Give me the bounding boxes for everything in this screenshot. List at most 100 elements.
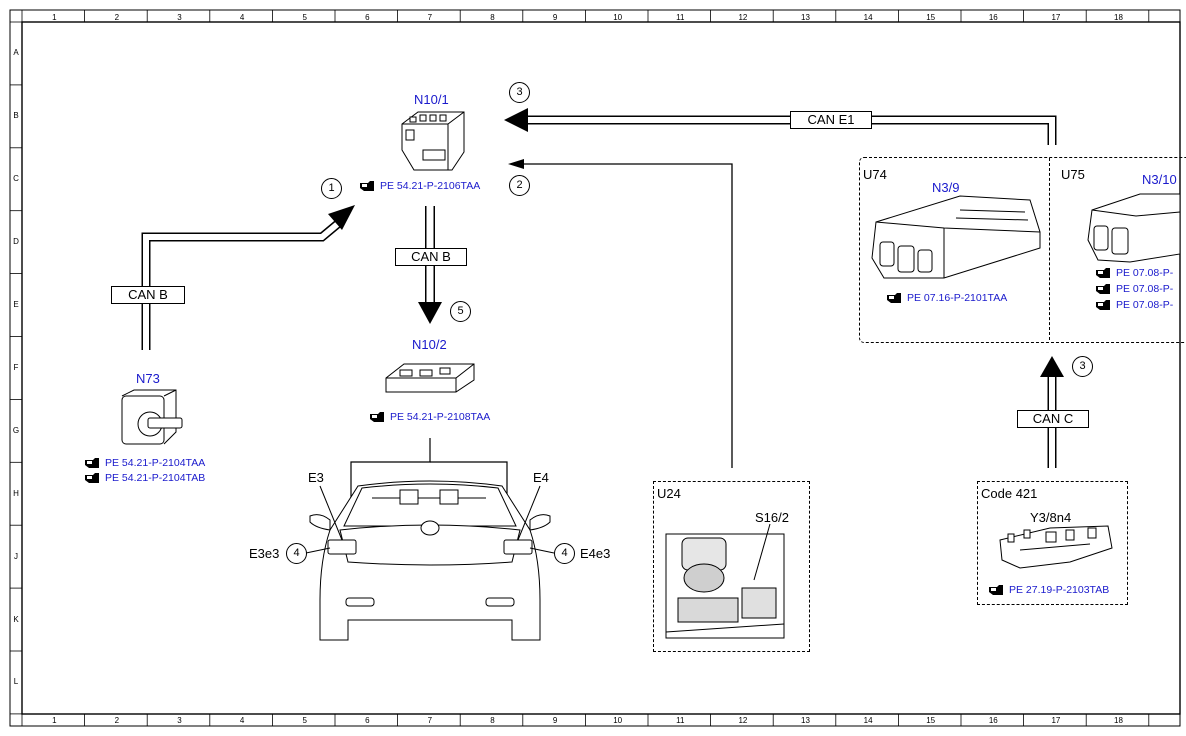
n73-switch-drawing (121, 389, 183, 445)
column-label-top: 8 (490, 13, 495, 22)
column-label-top: 9 (552, 13, 558, 22)
u74-u75-group-box (859, 157, 1186, 343)
hand-pointer-icon (1096, 284, 1112, 294)
s16-2-photo (665, 533, 785, 639)
n3-9-ecu-drawing (871, 195, 1041, 279)
column-label-top: 7 (427, 13, 433, 22)
column-label-top: 1 (52, 13, 57, 22)
row-label: H (13, 488, 19, 498)
row-label: L (13, 677, 19, 687)
y3-8n4-ref[interactable]: PE 27.19-P-2103TAB (989, 584, 1109, 596)
s16-2-label: S16/2 (755, 510, 789, 525)
code421-label: Code 421 (981, 486, 1038, 501)
row-label: F (13, 362, 19, 372)
column-label-top: 13 (801, 13, 810, 22)
row-ticks (10, 21, 22, 715)
n10-1-label: N10/1 (414, 92, 449, 107)
column-label-bottom: 12 (738, 716, 748, 725)
n73-ref-2[interactable]: PE 54.21-P-2104TAB (85, 472, 205, 484)
callout-4-right: 4 (554, 543, 575, 564)
n3-10-ecu-drawing (1087, 193, 1181, 263)
n73-label: N73 (136, 371, 160, 386)
column-label-top: 4 (239, 13, 245, 22)
column-label-bottom: 8 (490, 716, 495, 725)
s16-2-leader (753, 523, 771, 581)
column-label-top: 2 (114, 13, 120, 22)
e3-leader (319, 485, 343, 541)
u24-wire (520, 163, 733, 468)
can-c-label: CAN C (1017, 410, 1089, 428)
callout-3-top: 3 (509, 82, 530, 103)
n10-2-label: N10/2 (412, 337, 447, 352)
column-label-top: 11 (676, 13, 685, 22)
hand-pointer-icon (360, 181, 376, 191)
u74-label: U74 (863, 167, 887, 182)
can-b-left-arrowhead (328, 205, 355, 230)
e3e3-leader (305, 547, 331, 554)
can-e1-wire (526, 115, 1057, 145)
n10-1-module-drawing (401, 111, 465, 171)
column-label-top: 3 (177, 13, 182, 22)
e4e3-label: E4e3 (580, 546, 611, 561)
row-label: C (13, 174, 19, 184)
column-label-top: 10 (613, 13, 623, 22)
code421-group-box (977, 481, 1128, 605)
column-ticks-bottom (21, 714, 1150, 726)
y3-8n4-drawing (999, 525, 1113, 569)
callout-2: 2 (509, 175, 530, 196)
n3-9-label: N3/9 (932, 180, 960, 195)
column-ticks-top (21, 10, 1150, 22)
column-label-top: 12 (738, 13, 748, 22)
hand-pointer-icon (887, 293, 903, 303)
can-e1-label: CAN E1 (790, 111, 872, 129)
callout-1: 1 (321, 178, 342, 199)
n3-10-ref-1[interactable]: PE 07.08-P- (1096, 267, 1173, 279)
hand-pointer-icon (1096, 300, 1112, 310)
column-label-bottom: 18 (1114, 716, 1123, 725)
column-label-top: 15 (926, 13, 936, 22)
row-label: J (14, 551, 18, 561)
column-label-bottom: 6 (365, 716, 370, 725)
e3-label: E3 (308, 470, 324, 485)
u24-group-box (653, 481, 810, 652)
column-label-bottom: 3 (177, 716, 182, 725)
can-e1-arrowhead (504, 108, 528, 132)
n10-2-module-drawing (385, 363, 475, 393)
column-label-top: 6 (365, 13, 370, 22)
can-b-left-label: CAN B (111, 286, 185, 304)
e3e3-label: E3e3 (249, 546, 280, 561)
hand-pointer-icon (370, 412, 386, 422)
callout-5: 5 (450, 301, 471, 322)
hand-pointer-icon (1096, 268, 1112, 278)
can-b-center-arrowhead (418, 302, 442, 324)
n3-9-ref[interactable]: PE 07.16-P-2101TAA (887, 292, 1007, 304)
n3-10-ref-3[interactable]: PE 07.08-P- (1096, 299, 1173, 311)
column-label-top: 5 (302, 13, 307, 22)
column-label-bottom: 10 (613, 716, 623, 725)
column-label-bottom: 14 (863, 716, 873, 725)
hand-pointer-icon (989, 585, 1005, 595)
n10-2-ref[interactable]: PE 54.21-P-2108TAA (370, 411, 490, 423)
e4-label: E4 (533, 470, 549, 485)
row-label: D (13, 237, 19, 247)
column-label-bottom: 2 (114, 716, 120, 725)
n3-10-ref-2[interactable]: PE 07.08-P- (1096, 283, 1173, 295)
n10-1-ref[interactable]: PE 54.21-P-2106TAA (360, 180, 480, 192)
u75-label: U75 (1061, 167, 1085, 182)
column-label-bottom: 9 (552, 716, 558, 725)
hand-pointer-icon (85, 473, 101, 483)
column-label-bottom: 17 (1051, 716, 1061, 725)
n73-ref-1[interactable]: PE 54.21-P-2104TAA (85, 457, 205, 469)
row-label: K (13, 614, 19, 624)
column-label-bottom: 11 (676, 716, 685, 725)
column-label-top: 14 (863, 13, 873, 22)
column-label-top: 18 (1114, 13, 1123, 22)
u24-arrowhead (508, 159, 524, 169)
u74-u75-divider (1049, 158, 1050, 340)
e4e3-leader (529, 547, 555, 554)
n3-10-label: N3/10 (1142, 172, 1177, 187)
car-rear-drawing (309, 480, 551, 641)
